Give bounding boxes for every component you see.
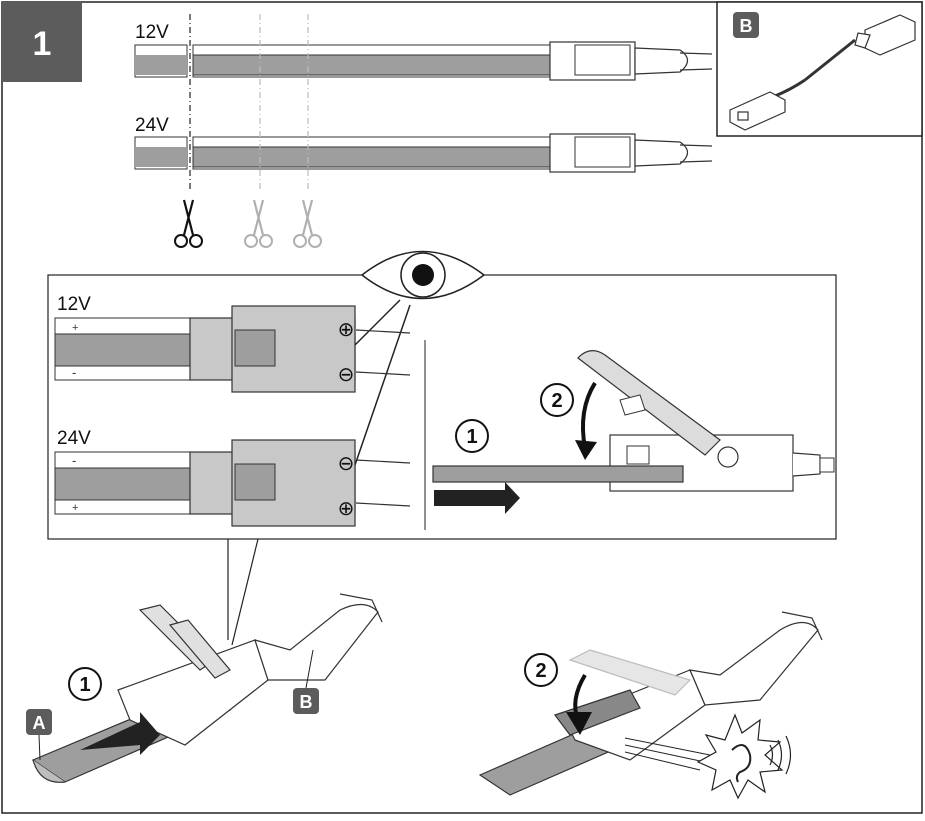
strip-24v: 24V: [134, 115, 713, 173]
strip-12v-label: 12V: [135, 22, 169, 43]
detail-24v: 24V - + ⊖ ⊕: [54, 428, 411, 527]
sight-line-12v: [354, 299, 401, 346]
detail-12v-minus: -: [72, 365, 76, 380]
lever-detail: 1 2: [432, 350, 835, 514]
scissors-icon-inactive: [243, 198, 274, 249]
polarity-plus-24v: ⊕: [338, 498, 355, 520]
connector-cable-icon: [729, 14, 916, 131]
strip-24v-label: 24V: [135, 115, 169, 136]
detail-step1-label: 1: [466, 426, 477, 448]
badge-a: [26, 709, 52, 735]
polarity-plus-12v: ⊕: [338, 319, 355, 341]
inset-b-panel: B: [716, 1, 923, 137]
detail-24v-plus: +: [72, 502, 78, 514]
insert-arrow-icon: [434, 482, 520, 514]
sound-waves-icon: [769, 735, 792, 775]
scissors-icon: [173, 198, 204, 249]
detail-step1-circle: [455, 419, 489, 453]
step-number: 1: [33, 25, 52, 63]
insert-arrow-3d-icon: [80, 712, 160, 755]
detail-12v: 12V + - ⊕ ⊖: [54, 294, 411, 393]
detail-24v-label: 24V: [57, 428, 91, 449]
click-burst: [696, 713, 784, 800]
detail-step2-label: 2: [551, 390, 562, 412]
badge-b-assembly-label: B: [300, 692, 313, 712]
assembly-step1-label: 1: [79, 674, 90, 696]
badge-b: [733, 12, 759, 38]
detail-step2-circle: [540, 383, 574, 417]
detail-24v-minus: -: [72, 453, 76, 468]
assembly-step1: 1 A B: [26, 593, 383, 783]
scissors-icon-inactive-2: [292, 198, 323, 249]
assembly-step2-circle: [524, 653, 558, 687]
polarity-minus-12v: ⊖: [338, 364, 355, 386]
polarity-minus-24v: ⊖: [338, 453, 355, 475]
badge-b-label: B: [740, 16, 753, 36]
assembly-step2-label: 2: [535, 660, 546, 682]
assembly-step1-circle: [68, 667, 102, 701]
eye-icon: [360, 250, 486, 300]
strip-12v: 12V: [134, 22, 713, 81]
sight-line-24v: [354, 304, 411, 466]
assembly-step2: 2: [478, 611, 823, 800]
step-badge: 1: [2, 2, 82, 82]
detail-12v-label: 12V: [57, 294, 91, 315]
ear-icon: [731, 744, 752, 783]
badge-a-label: A: [33, 713, 46, 733]
badge-b-assembly: [293, 688, 319, 714]
detail-12v-plus: +: [72, 322, 78, 334]
callout-line-2: [231, 538, 259, 646]
